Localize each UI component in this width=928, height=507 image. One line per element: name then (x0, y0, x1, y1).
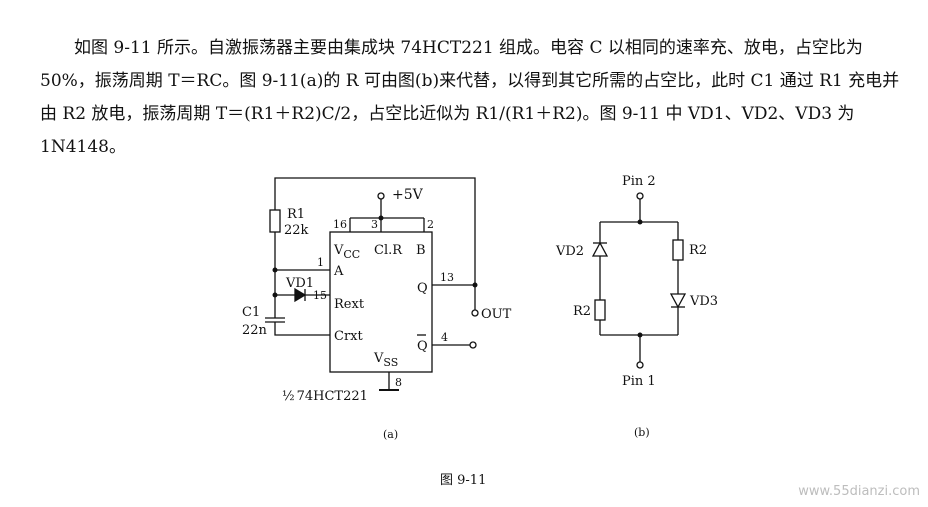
junction-dot (272, 267, 278, 273)
pin3-number: 3 (371, 218, 378, 231)
pin1-terminal (636, 361, 644, 369)
junction-dot (472, 282, 478, 288)
junction-dot (637, 219, 643, 225)
supply-terminal (377, 192, 385, 200)
pin2-terminal (636, 192, 644, 200)
pin2-number: 2 (427, 218, 434, 231)
c1-name-label: C1 (242, 305, 260, 320)
pin2-label: Pin 2 (622, 174, 656, 189)
vd2-diode (591, 241, 609, 257)
pin-q-label: Q (417, 281, 428, 296)
pin-clr-label: Cl.R (374, 243, 403, 258)
r2-right-label: R2 (689, 243, 707, 258)
pin16-number: 16 (333, 218, 347, 231)
description-paragraph: 如图 9-11 所示。自激振荡器主要由集成块 74HCT221 组成。电容 C … (40, 38, 900, 157)
vd1-label: VD1 (285, 276, 314, 291)
vd1-diode (294, 287, 307, 303)
feedback-wire (274, 177, 476, 285)
pin-qbar-label: Q (417, 339, 428, 354)
r1-resistor (269, 209, 281, 233)
r2-right-resistor (672, 239, 684, 261)
vd3-diode (669, 293, 687, 309)
pin4-number: 4 (441, 331, 448, 344)
r2-left-label: R2 (573, 304, 591, 319)
vd2-label: VD2 (555, 244, 584, 259)
pin1-number: 1 (317, 256, 324, 269)
junction-dot (637, 332, 643, 338)
pin1-label: Pin 1 (622, 374, 656, 389)
supply-label: +5V (392, 187, 424, 203)
junction-dot (272, 292, 278, 298)
watermark-text: www.55dianzi.com (798, 484, 920, 499)
junction-dot (378, 215, 384, 221)
pin-cext-label: Crxt (334, 329, 363, 344)
vd3-label: VD3 (689, 294, 718, 309)
pin15-number: 15 (313, 289, 327, 302)
r1-value-label: 22k (284, 223, 309, 238)
r2-left-resistor (594, 299, 606, 321)
c1-value-label: 22n (242, 323, 268, 338)
caption-a: (a) (383, 428, 398, 441)
out-terminal (471, 309, 479, 317)
pin8-number: 8 (395, 376, 402, 389)
caption-b: (b) (634, 426, 650, 439)
qbar-terminal (469, 341, 477, 349)
pin-vcc-label: VCC (333, 243, 360, 261)
r1-name-label: R1 (287, 207, 305, 222)
pin-vss-label: VSS (373, 351, 398, 369)
pin-b-label: B (416, 243, 426, 258)
pin-rext-label: Rext (334, 297, 365, 312)
pin-a-label: A (333, 264, 344, 279)
cext-wire (274, 322, 330, 336)
pin13-number: 13 (440, 271, 454, 284)
figure-caption: 图 9-11 (440, 473, 486, 488)
out-label: OUT (481, 307, 512, 322)
